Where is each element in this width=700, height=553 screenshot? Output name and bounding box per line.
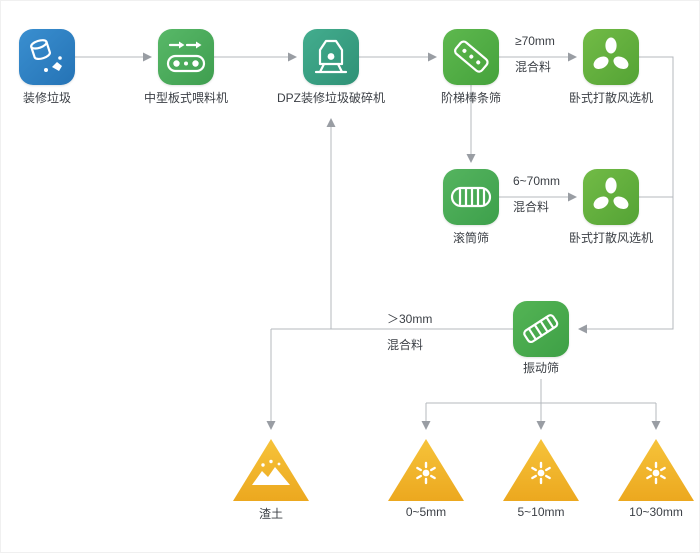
output-residue-label: 渣土 — [258, 507, 284, 521]
step-screen-icon — [443, 29, 499, 85]
node-trommel-label: 滚筒筛 — [452, 231, 490, 245]
node-air-separator-top-label: 卧式打散风选机 — [568, 91, 654, 105]
edge-label-material: 混合料 — [513, 200, 550, 214]
edge-label-size: ＞30mm — [387, 312, 433, 326]
mound-icon — [249, 458, 293, 493]
vibrating-screen-icon — [513, 301, 569, 357]
node-step-screen-label: 阶梯棒条筛 — [440, 91, 502, 105]
node-waste-label: 装修垃圾 — [22, 91, 72, 105]
edge-label-material: 混合料 — [515, 60, 552, 74]
waste-icon — [19, 29, 75, 85]
output-5-10mm — [503, 439, 579, 501]
node-crusher-label: DPZ装修垃圾破碎机 — [276, 91, 386, 105]
aggregate-icon — [528, 460, 554, 491]
node-vibrating-screen-label: 振动筛 — [522, 361, 560, 375]
output-10-30mm-label: 10~30mm — [629, 505, 683, 519]
trommel-icon — [443, 169, 499, 225]
fan-icon — [583, 29, 639, 85]
edge-label-size: 6~70mm — [513, 174, 561, 188]
edge-label-material: 混合料 — [387, 338, 424, 352]
output-10-30mm — [618, 439, 694, 501]
aggregate-icon — [643, 460, 669, 491]
edge-label-6-70mm: 6~70mm 混合料 — [513, 173, 560, 215]
output-0-5mm — [388, 439, 464, 501]
feeder-icon — [158, 29, 214, 85]
output-0-5mm-label: 0~5mm — [405, 505, 447, 519]
node-feeder-label: 中型板式喂料机 — [143, 91, 229, 105]
crusher-icon — [303, 29, 359, 85]
fan-icon — [583, 169, 639, 225]
edge-label-size: ≥70mm — [515, 34, 555, 48]
edge-label-ge70mm: ≥70mm 混合料 — [515, 33, 555, 75]
aggregate-icon — [413, 460, 439, 491]
output-residue — [233, 439, 309, 501]
node-air-separator-mid-label: 卧式打散风选机 — [568, 231, 654, 245]
output-5-10mm-label: 5~10mm — [517, 505, 565, 519]
edge-label-gt30mm: ＞30mm 混合料 — [387, 311, 432, 353]
